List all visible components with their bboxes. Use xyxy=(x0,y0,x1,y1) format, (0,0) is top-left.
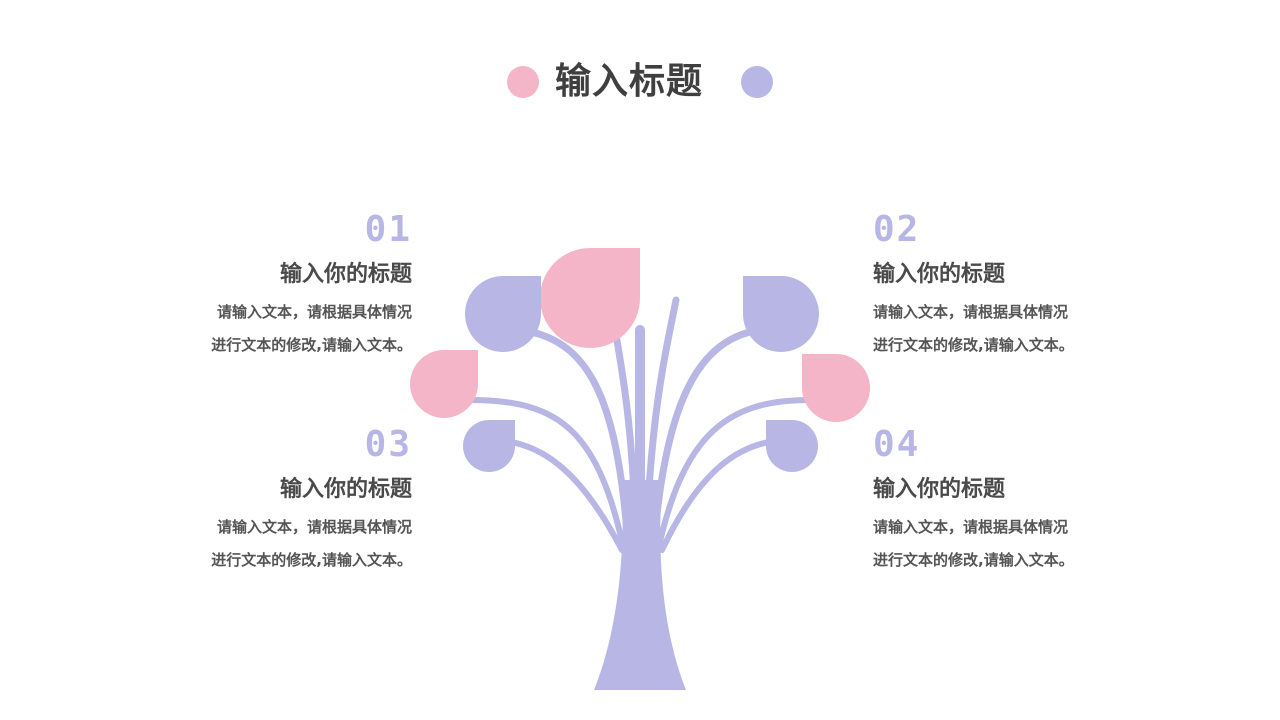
leaf-left-top-purple xyxy=(465,276,541,352)
title-right-dot xyxy=(741,66,773,98)
block-body-line-2: 进行文本的修改,请输入文本。 xyxy=(211,336,412,354)
leaf-left-low-purple xyxy=(463,420,515,472)
leaf-center-pink xyxy=(540,248,640,348)
info-block-01: 01 输入你的标题 请输入文本，请根据具体情况 进行文本的修改,请输入文本。 xyxy=(132,210,412,362)
block-body-line-1: 请输入文本，请根据具体情况 xyxy=(873,303,1069,321)
block-heading: 输入你的标题 xyxy=(873,262,1006,287)
block-body-line-1: 请输入文本，请根据具体情况 xyxy=(216,303,412,321)
branch-right-1 xyxy=(648,326,764,574)
block-body: 请输入文本，请根据具体情况 进行文本的修改,请输入文本。 xyxy=(132,296,412,362)
block-body-line-2: 进行文本的修改,请输入文本。 xyxy=(873,336,1074,354)
leaf-right-low-purple xyxy=(766,420,818,472)
branch-left-2 xyxy=(467,397,629,563)
branch-mid-right xyxy=(642,296,680,544)
info-block-04: 04 输入你的标题 请输入文本，请根据具体情况 进行文本的修改,请输入文本。 xyxy=(873,425,1153,577)
block-number: 01 xyxy=(364,209,412,250)
block-body-line-1: 请输入文本，请根据具体情况 xyxy=(216,518,412,536)
leaf-left-mid-pink xyxy=(410,350,478,418)
leaf-right-top-purple xyxy=(743,276,819,352)
page-title: 输入标题 xyxy=(555,61,704,102)
block-number: 03 xyxy=(364,424,412,465)
block-heading: 输入你的标题 xyxy=(873,477,1006,502)
block-body: 请输入文本，请根据具体情况 进行文本的修改,请输入文本。 xyxy=(132,511,412,577)
block-body-line-2: 进行文本的修改,请输入文本。 xyxy=(211,551,412,569)
block-number: 04 xyxy=(873,424,921,465)
block-heading: 输入你的标题 xyxy=(279,262,412,287)
block-body: 请输入文本，请根据具体情况 进行文本的修改,请输入文本。 xyxy=(873,511,1153,577)
block-heading: 输入你的标题 xyxy=(279,477,412,502)
branch-left-1 xyxy=(516,326,634,574)
title-left-dot xyxy=(507,66,539,98)
title-row: 输入标题 xyxy=(0,56,1280,108)
tree-illustration xyxy=(410,248,870,690)
leaf-right-mid-pink xyxy=(802,354,870,422)
block-body-line-2: 进行文本的修改,请输入文本。 xyxy=(873,551,1074,569)
info-block-02: 02 输入你的标题 请输入文本，请根据具体情况 进行文本的修改,请输入文本。 xyxy=(873,210,1153,362)
branch-right-2 xyxy=(653,397,813,563)
block-number: 02 xyxy=(873,209,921,250)
block-body: 请输入文本，请根据具体情况 进行文本的修改,请输入文本。 xyxy=(873,296,1153,362)
info-block-03: 03 输入你的标题 请输入文本，请根据具体情况 进行文本的修改,请输入文本。 xyxy=(132,425,412,577)
block-body-line-1: 请输入文本，请根据具体情况 xyxy=(873,518,1069,536)
